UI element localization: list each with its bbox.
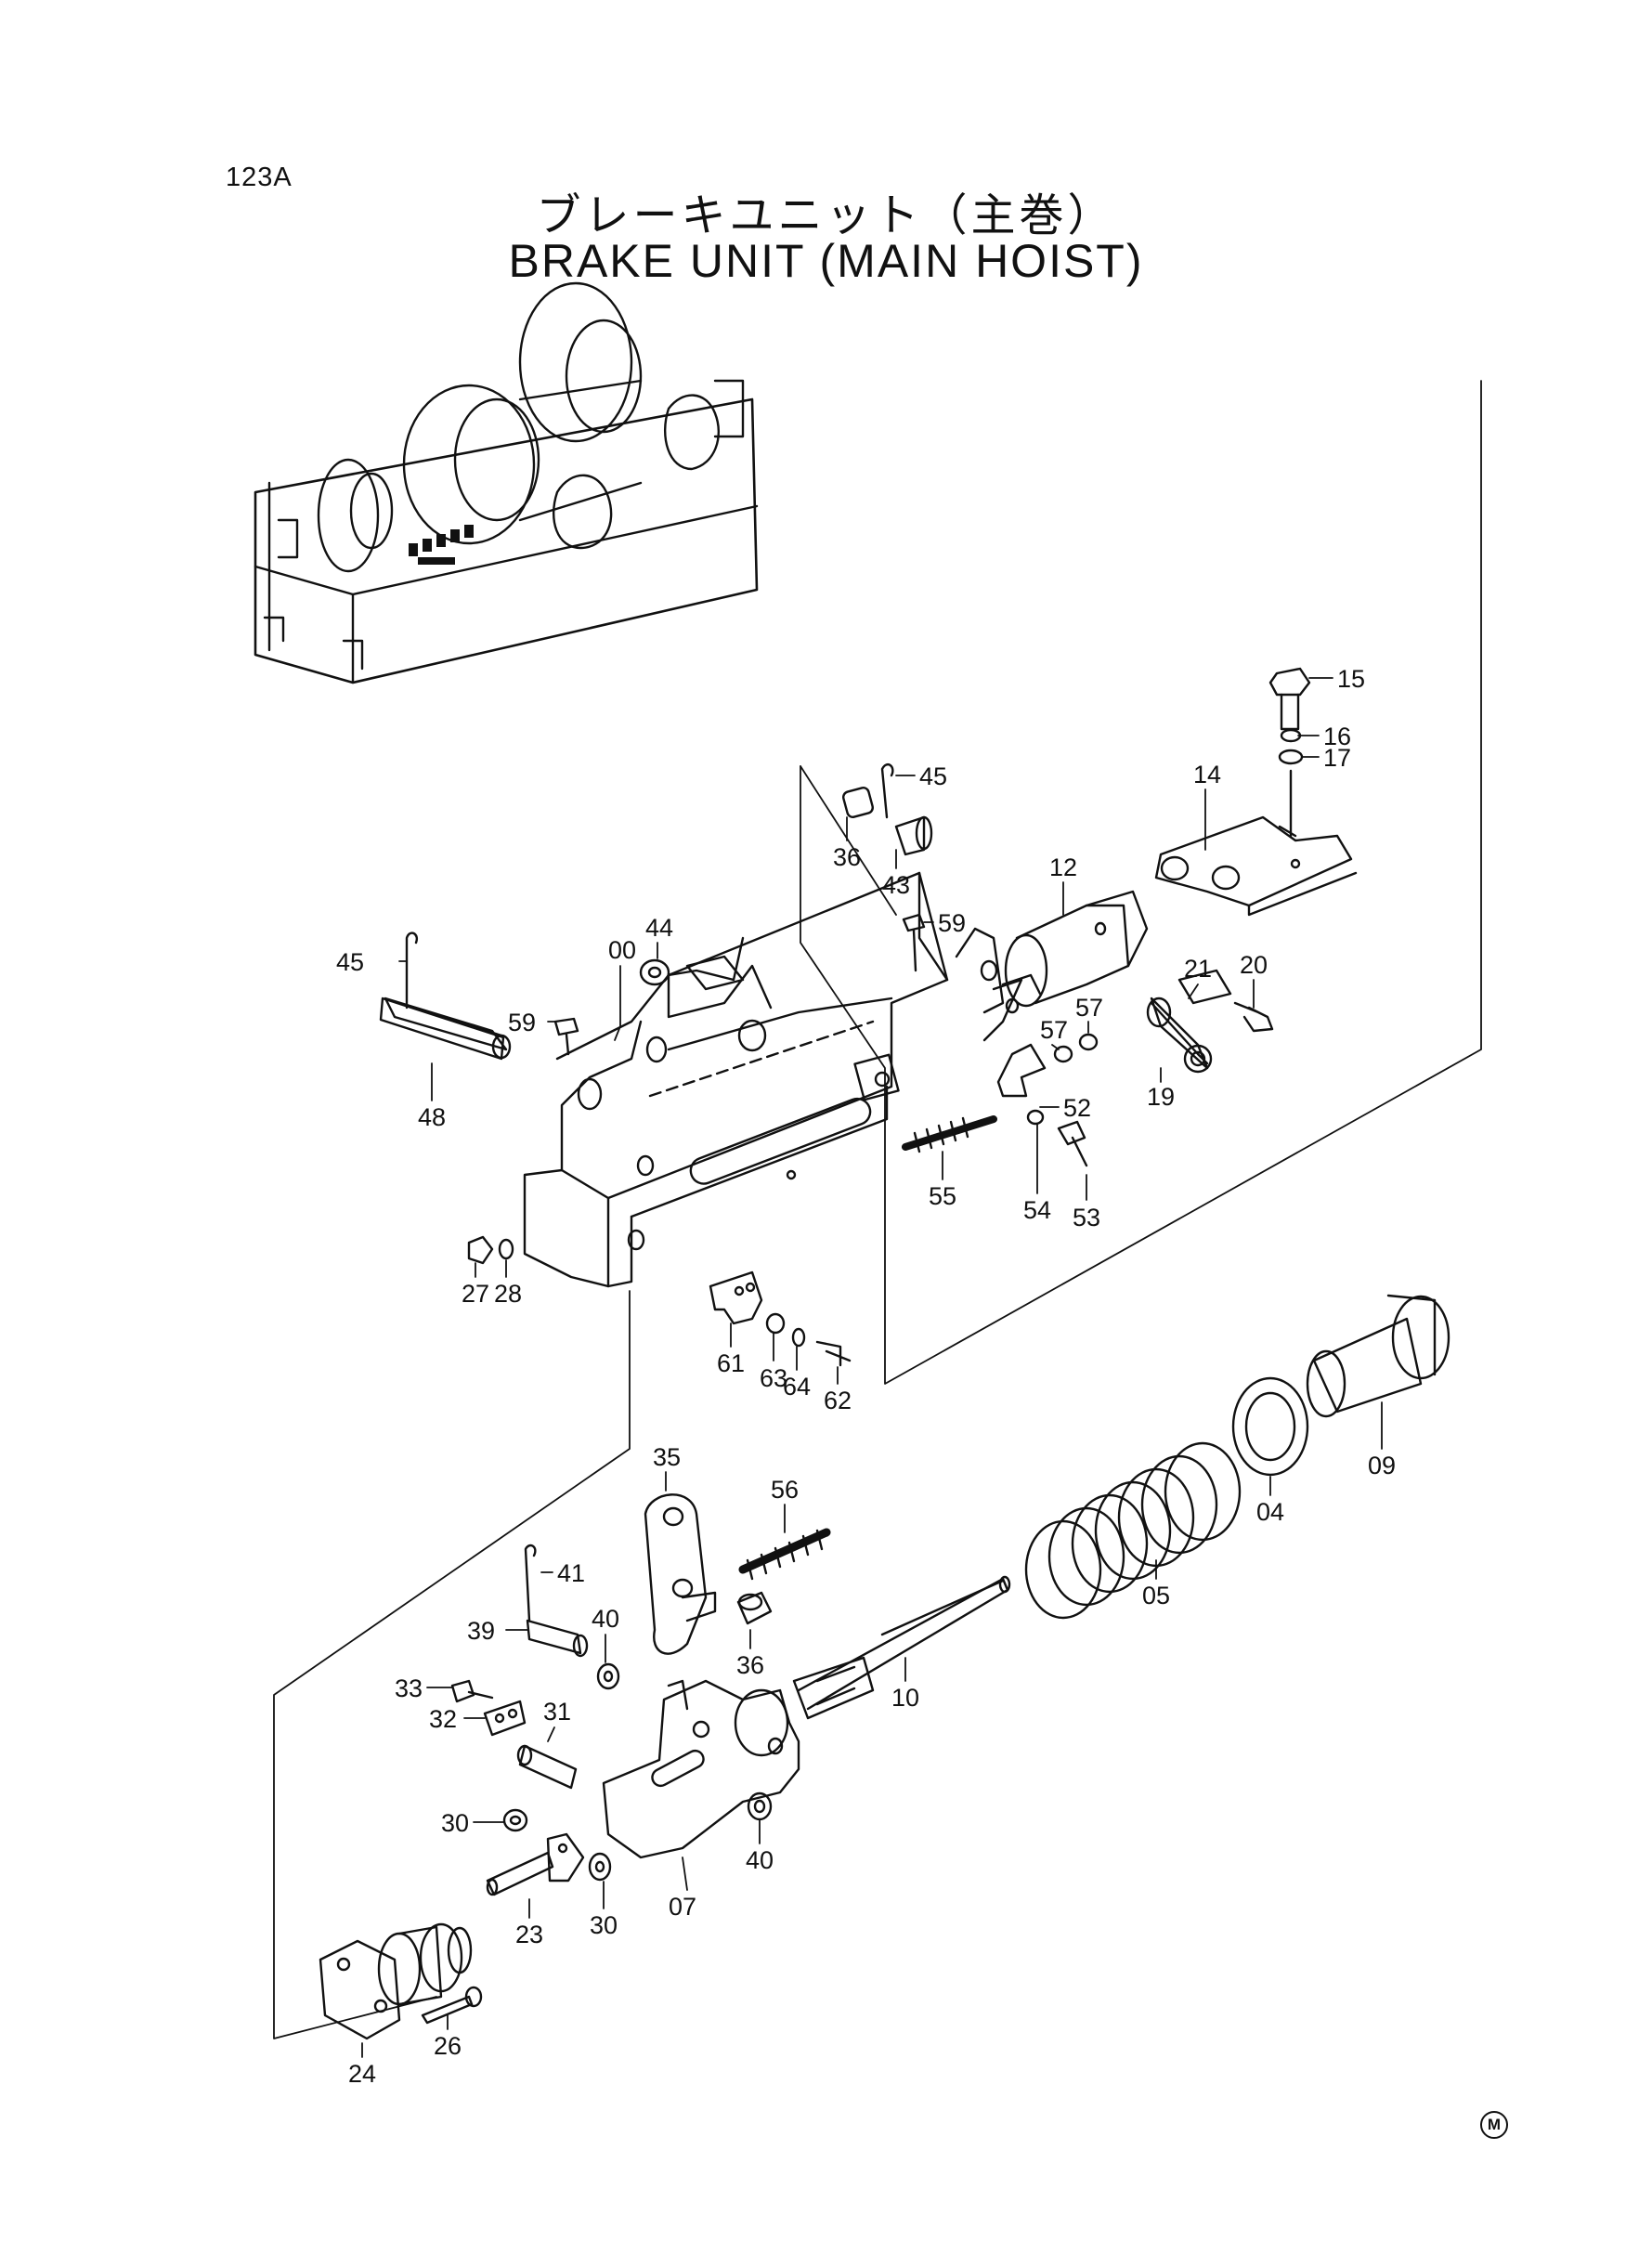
part-rod-10 [792, 1575, 1011, 1720]
callout-23: 23 [515, 1921, 543, 1948]
part-nut-57 [1053, 1033, 1099, 1063]
callout-28: 28 [494, 1280, 522, 1308]
callout-10: 10 [891, 1684, 919, 1712]
part-washer-30 [502, 1808, 612, 1882]
callout-40-bottom: 40 [746, 1846, 774, 1874]
part-stud-55 [902, 1115, 997, 1153]
callout-57-right: 57 [1075, 994, 1103, 1022]
callout-15: 15 [1337, 665, 1365, 693]
part-clip-21 [1177, 969, 1232, 1005]
brake-bracket-frame [523, 871, 1042, 1288]
callout-17: 17 [1323, 744, 1351, 772]
part-bolt-20 [1233, 1001, 1274, 1033]
part-pin-19 [1146, 997, 1213, 1074]
part-bushing-36 [736, 1591, 773, 1625]
callout-30-left: 30 [441, 1809, 469, 1837]
callout-45-left: 45 [336, 948, 364, 976]
callout-32: 32 [429, 1705, 457, 1733]
callout-31: 31 [543, 1698, 571, 1726]
part-rod-end-12 [1004, 890, 1149, 1008]
callout-36: 36 [833, 843, 861, 871]
callout-56: 56 [771, 1476, 799, 1504]
callout-45: 45 [919, 762, 947, 790]
part-sleeve-09 [1306, 1294, 1450, 1418]
part-washer-04 [1231, 1376, 1309, 1477]
title-english: BRAKE UNIT (MAIN HOIST) [508, 235, 1144, 287]
part-brake-valve-24 [319, 1922, 473, 2040]
part-pin-48 [379, 932, 512, 1061]
callout-05: 05 [1142, 1582, 1170, 1609]
callout-43: 43 [882, 871, 910, 899]
part-link-plate-14 [1154, 815, 1358, 917]
callout-53: 53 [1073, 1204, 1100, 1231]
callout-19: 19 [1147, 1083, 1175, 1111]
callout-12: 12 [1049, 853, 1077, 881]
callout-39: 39 [467, 1617, 495, 1645]
callout-41: 41 [557, 1559, 585, 1587]
callout-59-left: 59 [508, 1009, 536, 1036]
part-nut-27 [467, 1235, 494, 1265]
callout-16: 16 [1323, 723, 1351, 750]
part-bolt-59 [553, 913, 926, 1056]
part-bolt-15 [1268, 667, 1311, 838]
callout-52: 52 [1063, 1094, 1091, 1122]
callout-36-lower: 36 [736, 1651, 764, 1679]
part-washer-63-64 [765, 1312, 806, 1348]
callout-59-top: 59 [938, 909, 966, 937]
callout-55: 55 [929, 1182, 956, 1210]
callout-40-top: 40 [592, 1605, 619, 1633]
callout-63: 63 [760, 1364, 787, 1392]
part-spring-05 [1024, 1441, 1242, 1620]
part-bolt-33 [450, 1679, 494, 1703]
callout-61: 61 [717, 1349, 745, 1377]
callout-04: 04 [1256, 1498, 1284, 1526]
part-washer-40 [596, 1662, 773, 1821]
page-id: 123A [226, 163, 293, 192]
part-bolt-62 [815, 1340, 852, 1367]
callout-35: 35 [653, 1443, 681, 1471]
part-spring-56 [738, 1528, 831, 1581]
overview-winch-illustration [254, 281, 759, 684]
part-bolt-26 [421, 1986, 483, 2025]
part-plate-32 [483, 1700, 527, 1737]
part-washer-28 [498, 1238, 514, 1260]
part-bolt-53 [1057, 1120, 1088, 1167]
callout-14: 14 [1193, 761, 1221, 788]
callout-62: 62 [824, 1387, 852, 1414]
part-pin-43-bushing-36 [842, 762, 933, 856]
callout-27: 27 [462, 1280, 489, 1308]
callout-24: 24 [348, 2060, 376, 2088]
callout-48: 48 [418, 1103, 446, 1131]
callout-30-right: 30 [590, 1911, 618, 1939]
callout-leader-lines [361, 677, 1383, 2058]
callout-09: 09 [1368, 1452, 1396, 1479]
callout-33: 33 [395, 1674, 423, 1702]
part-lever-35 [644, 1493, 717, 1655]
part-shaft-23 [486, 1832, 585, 1896]
part-pin-39 [524, 1544, 589, 1658]
callout-00: 00 [608, 936, 636, 964]
part-pin-31 [516, 1744, 578, 1790]
callout-26: 26 [434, 2032, 462, 2060]
callout-64: 64 [783, 1373, 811, 1401]
title-japanese: ブレーキユニット（主巻） [536, 189, 1116, 241]
callout-54: 54 [1023, 1196, 1051, 1224]
part-washer-54 [1026, 1109, 1045, 1126]
part-washer-44 [639, 958, 670, 986]
callout-21: 21 [1184, 955, 1212, 983]
brake-unit-location-highlight [409, 525, 474, 565]
callout-57-left: 57 [1040, 1016, 1068, 1044]
part-plate-52 [996, 1043, 1047, 1098]
part-plate-61 [709, 1270, 763, 1325]
reference-outline-lines [273, 380, 1482, 2039]
callout-07: 07 [669, 1893, 696, 1921]
callout-labels: 15 16 17 14 45 36 43 12 44 00 59 45 59 2… [336, 665, 1396, 2088]
part-bracket-07 [602, 1679, 800, 1859]
corner-mark: M [1480, 2111, 1508, 2139]
callout-20: 20 [1240, 951, 1268, 979]
callout-44: 44 [645, 914, 673, 942]
